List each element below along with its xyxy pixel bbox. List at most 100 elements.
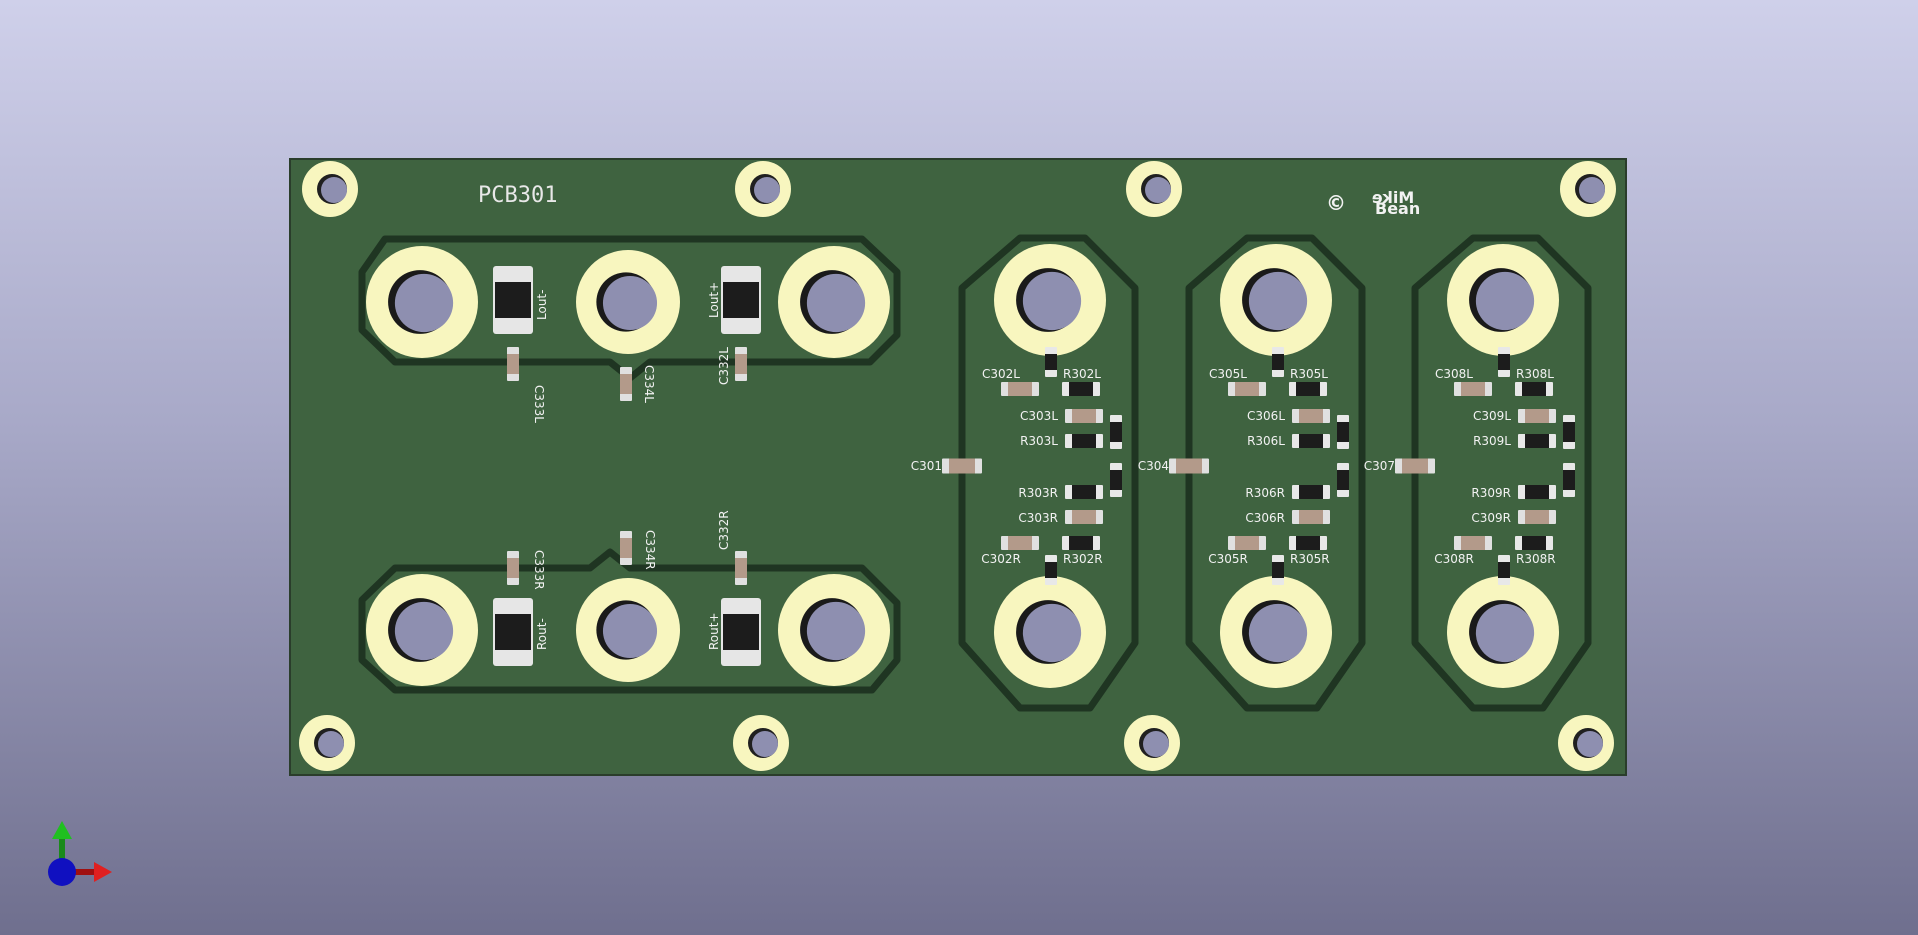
component-label-r309r: R309R [1471, 486, 1511, 500]
component-label-c333l: C333L [532, 385, 546, 423]
copyright-symbol: © [1326, 191, 1346, 215]
resistor-body[interactable] [1498, 354, 1510, 370]
resistor-body[interactable] [1045, 562, 1057, 578]
capacitor-body[interactable] [507, 354, 519, 374]
pad-bore [394, 273, 454, 333]
capacitor-body[interactable] [620, 538, 632, 558]
component-label-c302l: C302L [982, 367, 1020, 381]
resistor-body[interactable] [1522, 382, 1546, 396]
component-label-c309r: C309R [1471, 511, 1511, 525]
capacitor-body[interactable] [1235, 536, 1259, 550]
trace-outline-top-left [358, 235, 901, 382]
pad-bore [806, 273, 866, 333]
resistor-body[interactable] [1337, 470, 1349, 490]
component-label-r302r: R302R [1063, 552, 1103, 566]
component-label-r302l: R302L [1063, 367, 1101, 381]
resistor-body[interactable] [1563, 470, 1575, 490]
component-label-lout-: Lout+ [707, 282, 721, 318]
component-label-c305l: C305L [1209, 367, 1247, 381]
resistor-body[interactable] [1498, 562, 1510, 578]
resistor-body[interactable] [1296, 536, 1320, 550]
trace-outline-bottom-left [358, 548, 901, 694]
mounting-hole-bore [321, 177, 347, 203]
resistor-body[interactable] [1563, 422, 1575, 442]
mounting-hole-bore [1145, 177, 1171, 203]
capacitor-body[interactable] [1402, 458, 1428, 474]
mounting-hole-bore [752, 731, 778, 757]
resistor-body[interactable] [1110, 422, 1122, 442]
resistor-body[interactable] [1337, 422, 1349, 442]
component-label-c308r: C308R [1434, 552, 1474, 566]
pad-bore [394, 601, 454, 661]
capacitor-body[interactable] [1235, 382, 1259, 396]
resistor-body[interactable] [1525, 434, 1549, 448]
capacitor-body[interactable] [735, 558, 747, 578]
pad-bore [1022, 603, 1082, 663]
component-label-r306l: R306L [1247, 434, 1285, 448]
capacitor-body[interactable] [1525, 510, 1549, 524]
component-label-c305r: C305R [1208, 552, 1248, 566]
resistor-body[interactable] [1045, 354, 1057, 370]
component-label-c301: C301 [911, 459, 942, 473]
resistor-body[interactable] [1069, 536, 1093, 550]
component-label-r308r: R308R [1516, 552, 1556, 566]
resistor-body[interactable] [1299, 434, 1323, 448]
author-mark: Mike [1372, 188, 1415, 207]
capacitor-body[interactable] [1008, 536, 1032, 550]
component-label-c304: C304 [1138, 459, 1169, 473]
component-label-r305r: R305R [1290, 552, 1330, 566]
component-label-r305l: R305L [1290, 367, 1328, 381]
component-label-r309l: R309L [1473, 434, 1511, 448]
component-label-r306r: R306R [1245, 486, 1285, 500]
capacitor-body[interactable] [1299, 409, 1323, 423]
capacitor-body[interactable] [507, 558, 519, 578]
pad-bore [602, 603, 658, 659]
mounting-hole-bore [754, 177, 780, 203]
resistor-body[interactable] [1299, 485, 1323, 499]
resistor-body[interactable] [1522, 536, 1546, 550]
inductor-body[interactable] [723, 614, 759, 650]
component-label-c303l: C303L [1020, 409, 1058, 423]
pad-bore [1248, 271, 1308, 331]
capacitor-body[interactable] [1008, 382, 1032, 396]
smd-components-layer [493, 266, 1575, 666]
resistor-body[interactable] [1110, 470, 1122, 490]
capacitor-body[interactable] [735, 354, 747, 374]
resistor-body[interactable] [1296, 382, 1320, 396]
resistor-body[interactable] [1069, 382, 1093, 396]
inductor-body[interactable] [723, 282, 759, 318]
resistor-body[interactable] [1272, 562, 1284, 578]
resistor-body[interactable] [1072, 434, 1096, 448]
trace-outline-column-2 [1185, 234, 1366, 712]
pad-bore [1248, 603, 1308, 663]
capacitor-body[interactable] [949, 458, 975, 474]
component-label-c332r: C332R [717, 510, 731, 550]
capacitor-body[interactable] [1072, 510, 1096, 524]
capacitor-body[interactable] [1072, 409, 1096, 423]
resistor-body[interactable] [1525, 485, 1549, 499]
capacitor-body[interactable] [1461, 536, 1485, 550]
inductor-body[interactable] [495, 614, 531, 650]
component-label-r303r: R303R [1018, 486, 1058, 500]
author-line2: Bean [1375, 199, 1420, 218]
pad-bore [1022, 271, 1082, 331]
inductor-body[interactable] [495, 282, 531, 318]
mounting-hole-bore [318, 731, 344, 757]
resistor-body[interactable] [1272, 354, 1284, 370]
component-label-rout-: Rout- [535, 618, 549, 650]
resistor-body[interactable] [1072, 485, 1096, 499]
capacitor-body[interactable] [620, 374, 632, 394]
capacitor-body[interactable] [1461, 382, 1485, 396]
capacitor-body[interactable] [1176, 458, 1202, 474]
component-label-c302r: C302R [981, 552, 1021, 566]
axis-triad-icon [48, 821, 112, 886]
pad-bore [1475, 603, 1535, 663]
pad-bore [1475, 271, 1535, 331]
component-label-c309l: C309L [1473, 409, 1511, 423]
component-label-lout-: Lout- [535, 290, 549, 320]
capacitor-body[interactable] [1525, 409, 1549, 423]
capacitor-body[interactable] [1299, 510, 1323, 524]
